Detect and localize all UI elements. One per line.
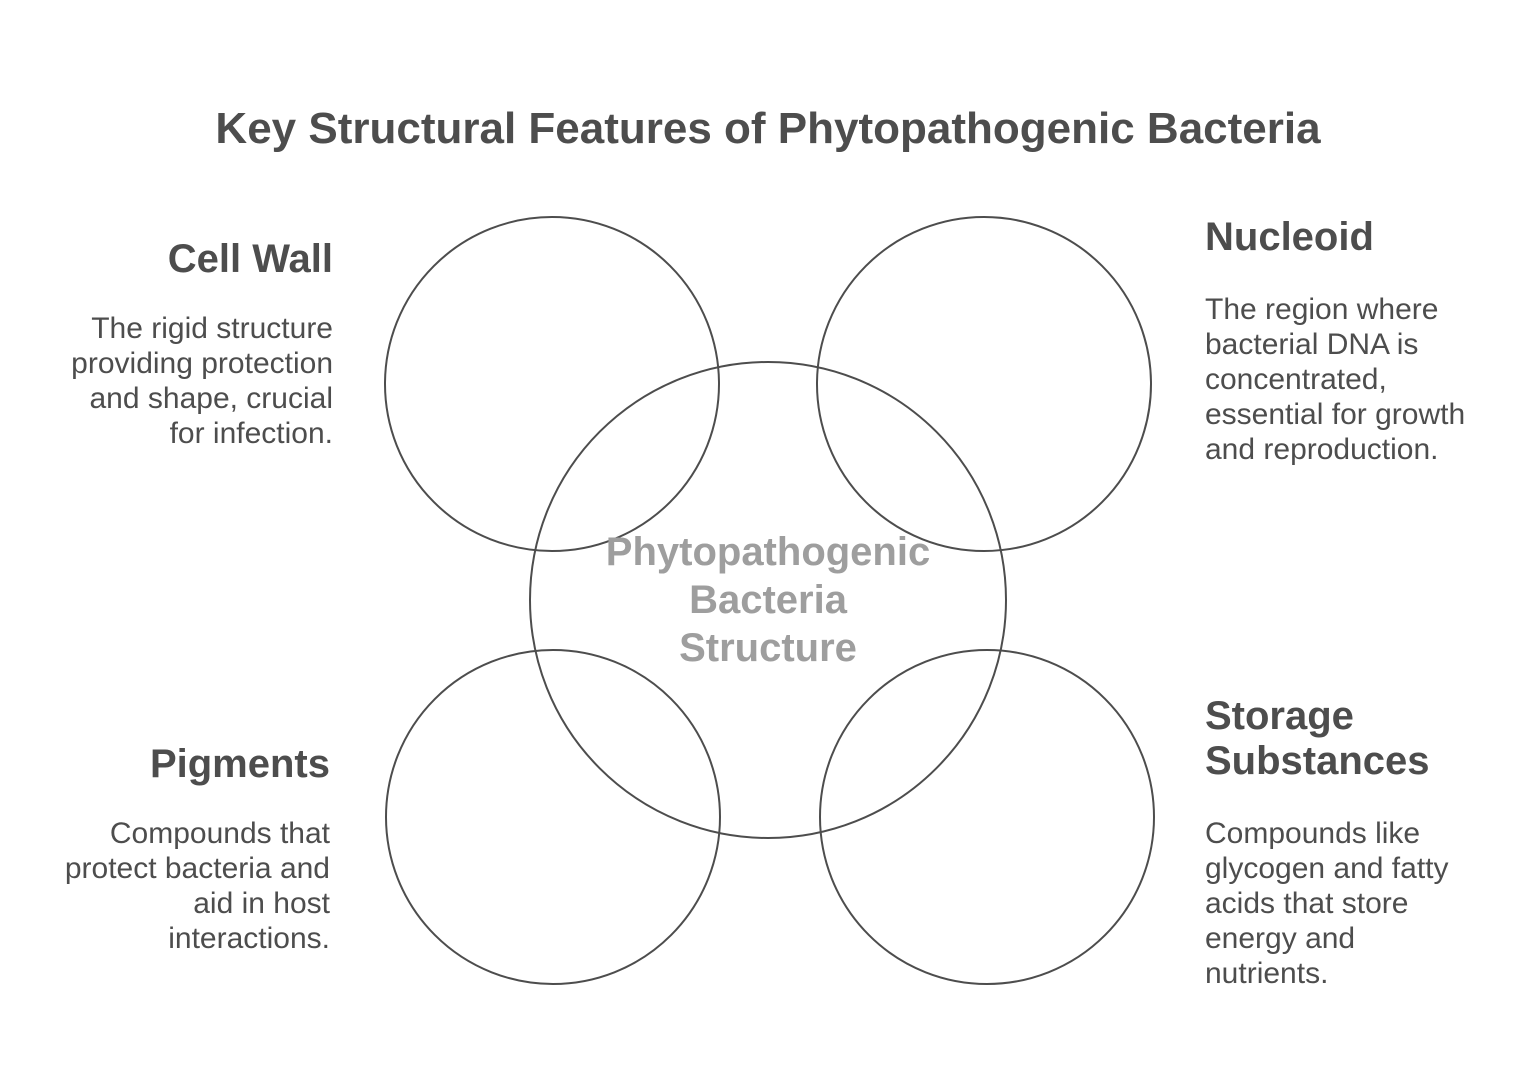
cell-wall-description: The rigid structure providing protection… xyxy=(71,312,333,450)
center-circle-label: Phytopathogenic Bacteria Structure xyxy=(605,530,931,670)
page-title: Key Structural Features of Phytopathogen… xyxy=(215,104,1321,153)
pigments-heading: Pigments xyxy=(149,742,330,786)
center-circle xyxy=(529,361,1007,839)
nucleoid-circle xyxy=(816,216,1152,552)
storage-substances-heading: Storage Substances xyxy=(1205,694,1430,783)
cell-wall-circle xyxy=(384,216,720,552)
nucleoid-description: The region where bacterial DNA is concen… xyxy=(1205,293,1466,466)
storage-substances-description: Compounds like glycogen and fatty acids … xyxy=(1205,817,1449,990)
storage-substances-circle xyxy=(819,649,1155,985)
cell-wall-heading: Cell Wall xyxy=(167,237,333,281)
pigments-description: Compounds that protect bacteria and aid … xyxy=(64,817,330,955)
pigments-circle xyxy=(385,649,721,985)
nucleoid-heading: Nucleoid xyxy=(1205,215,1374,259)
